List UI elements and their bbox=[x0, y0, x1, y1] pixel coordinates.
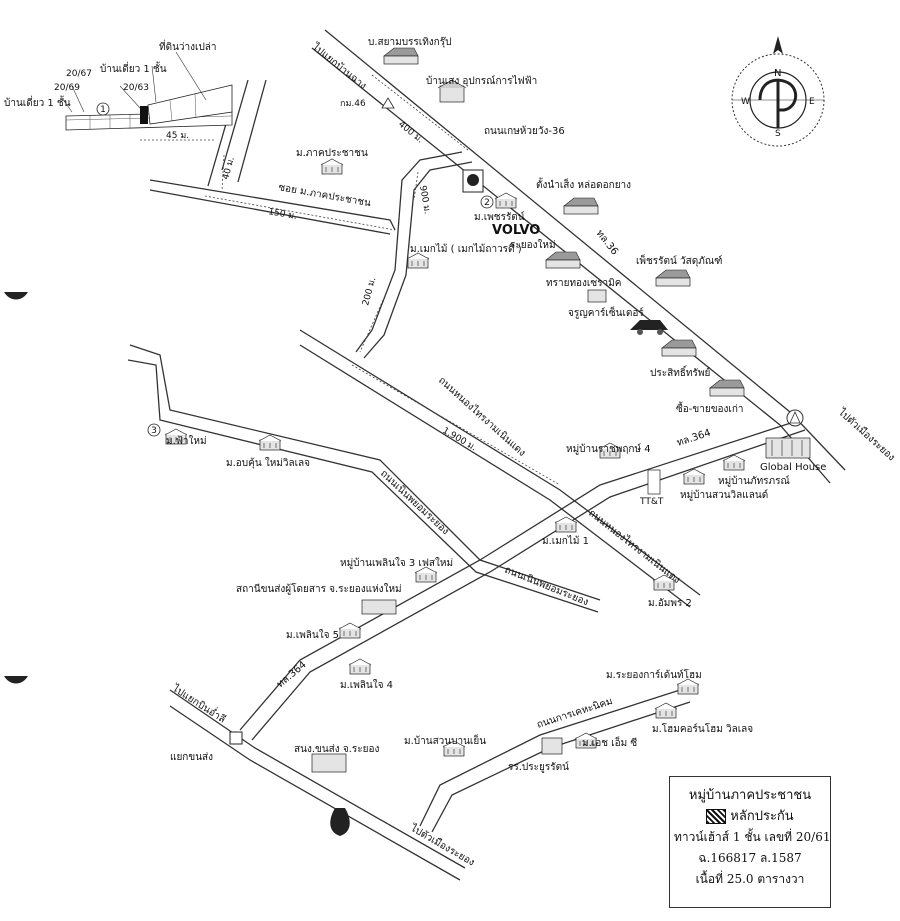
place-sai-thong-ceramic: ทรายทองเซรามิค bbox=[546, 278, 621, 289]
legend-box: หมู่บ้านภาคประชาชน หลักประกัน ทาวน์เฮ้าส… bbox=[669, 776, 831, 908]
place-electric-shop: บ้านเสง อุปกรณ์การไฟฟ้า bbox=[426, 75, 537, 87]
distance-markers bbox=[140, 74, 561, 486]
place-m-home-villa: ม.โฮมคอร์นโฮม วิลเลจ bbox=[652, 722, 753, 735]
place-m-phoenlin-4: ม.เพลินใจ 4 bbox=[340, 679, 393, 691]
building-icons bbox=[164, 47, 811, 836]
inset-empty-land: ที่ดินว่างเปล่า bbox=[159, 39, 217, 53]
place-rubber-factory: ตั้งนำเส็ง หล่อดอกยาง bbox=[536, 177, 631, 191]
place-m-kanchana-village: ม.อบคุ้น ใหม่วิลเลจ bbox=[226, 457, 310, 469]
place-rayong-mai: ระยองใหม่ bbox=[510, 239, 556, 251]
place-global-house: Global House bbox=[760, 462, 826, 473]
compass-s-label: S bbox=[775, 129, 781, 139]
place-ban-phatthara: หมู่บ้านภัทรภรณ์ bbox=[718, 475, 790, 487]
place-tt: TT&T bbox=[639, 497, 664, 507]
road-label-to-u-tapao: ไปแยกบินอ่ำลี bbox=[170, 680, 229, 725]
road-label-noen-pho-2: ถนนเนินพยอมระยอง bbox=[503, 565, 590, 609]
place-ban-ratchaphruk: หมู่บ้านราชพฤกษ์ 4 bbox=[566, 443, 651, 455]
place-car-center: จรูญคาร์เซ็นเตอร์ bbox=[568, 305, 644, 319]
distance-400: 400 ม. bbox=[396, 120, 425, 146]
marker-2: 2 bbox=[484, 198, 490, 208]
compass-e-label: E bbox=[809, 97, 815, 107]
place-bus-station: สนง.ขนส่ง จ.ระยอง bbox=[294, 744, 379, 755]
inset-plot-20-63: 20/63 bbox=[123, 83, 149, 93]
inset-dist-45: 45 ม. bbox=[166, 131, 189, 141]
road-label-to-rayong-south: ไปตัวเมืองระยอง bbox=[408, 822, 477, 869]
road-label-nong-rong-2: ถนนหนองไทรงามเนินแดง bbox=[586, 507, 683, 586]
legend-house-desc: ทาวน์เฮ้าส์ 1 ชั้น เลขที่ 20/61 bbox=[674, 830, 831, 844]
inset-house-single-a: บ้านเดี่ยว 1 ชั้น bbox=[4, 95, 71, 109]
legend-area: เนื้อที่ 25.0 ตารางวา bbox=[695, 872, 805, 886]
legend-collateral-label: หลักประกัน bbox=[730, 809, 794, 824]
distance-150: 150 ม. bbox=[267, 207, 297, 222]
hatched-swatch-icon bbox=[706, 809, 727, 824]
inset-plot-20-69: 20/69 bbox=[54, 83, 80, 93]
compass-rose bbox=[731, 36, 825, 147]
place-m-baan-suan: ม.บ้านสวนบานเย็น bbox=[404, 733, 486, 747]
place-m-amphon-2: ม.อัมพร 2 bbox=[648, 598, 692, 609]
road-label-hwy364-south: ทล.364 bbox=[275, 659, 309, 690]
property-inset bbox=[61, 51, 233, 131]
legend-title: หมู่บ้านภาคประชาชน bbox=[688, 788, 812, 803]
place-m-eh-em: ม.เอช เอ็ม ซี bbox=[582, 735, 637, 749]
road-label-huay-wang: ถนนเกษห้วยวัง-36 bbox=[484, 125, 565, 137]
place-prasit-sap: ประสิทธิ์ทรัพย์ bbox=[650, 365, 710, 379]
place-ban-phoenlin-3: หมู่บ้านเพลินใจ 3 เฟสใหม่ bbox=[340, 557, 453, 569]
place-m-phoenlin-5: ม.เพลินใจ 5 bbox=[286, 629, 339, 641]
road-network bbox=[127, 29, 846, 881]
legend-deed: ฉ.166817 ล.1587 bbox=[698, 851, 802, 865]
road-label-to-rayong-city: ไปตัวเมืองระยอง bbox=[835, 406, 897, 464]
place-volvo: VOLVO bbox=[492, 223, 540, 238]
place-m-phetcharat: ม.เพชรรัตน์ bbox=[474, 211, 525, 223]
place-prayurat-school: รร.ประยูรรัตน์ bbox=[508, 761, 569, 773]
distance-200: 200 ม. bbox=[361, 276, 378, 306]
distance-900: 900 ม. bbox=[417, 185, 432, 215]
road-label-to-ban-chang: ไปแยกบ้านฉาง bbox=[309, 40, 369, 91]
inset-house-single-b: บ้านเดี่ยว 1 ชั้น bbox=[100, 61, 167, 75]
marker-3: 3 bbox=[151, 426, 157, 436]
compass-w-label: W bbox=[741, 97, 750, 107]
place-m-rayong-garden: ม.ระยองการ์เด้นท์โฮม bbox=[606, 668, 702, 681]
place-ban-suan-villa: หมู่บ้านสวนวิลแลนด์ bbox=[680, 489, 768, 501]
road-label-hwy36: ทล.36 bbox=[594, 228, 620, 257]
place-elderly-station: สถานีขนส่งผู้โดยสาร จ.ระยองแห่งใหม่ bbox=[236, 582, 402, 595]
road-label-soi-phak: ซอย ม.ภาคประชาชน bbox=[277, 182, 371, 209]
place-km46: กม.46 bbox=[340, 99, 366, 109]
inset-marker-1: 1 bbox=[100, 105, 106, 115]
place-m-mek-mai-1: ม.เมกไม้ 1 bbox=[542, 535, 589, 547]
place-siam-group: บ.สยามบรรเทิงกรุ๊ป bbox=[368, 36, 451, 48]
place-junction-kon-song: แยกขนส่ง bbox=[170, 752, 213, 763]
place-phet-ceramic: เพ็ชรรัตน์ วัสดุภัณฑ์ bbox=[636, 253, 722, 267]
legend-collateral-row: หลักประกัน bbox=[674, 806, 826, 827]
distance-1900: 1,900 ม. bbox=[441, 426, 478, 453]
compass-n-label: N bbox=[774, 68, 781, 79]
road-label-nong-rong-1: ถนนหนองไทรงามเนินแดง bbox=[436, 374, 528, 459]
road-label-hwy364-east: ทล.364 bbox=[676, 428, 713, 449]
road-label-noen-pho-1: ถนนเนินพยอมระยอง bbox=[378, 468, 451, 537]
road-label-taka: ถนนการเคหะนิคม bbox=[536, 696, 615, 731]
place-m-fa-mai: ม.ฟ้าใหม่ bbox=[166, 435, 207, 447]
place-m-phak-prachachon: ม.ภาคประชาชน bbox=[296, 148, 368, 159]
place-m-mek-mai: ม.เมกไม้ ( เมกไม้ถาวรดี ) bbox=[410, 243, 522, 255]
inset-plot-20-67: 20/67 bbox=[66, 69, 92, 79]
place-used-goods: ซื้อ-ขายของเก่า bbox=[676, 401, 744, 415]
